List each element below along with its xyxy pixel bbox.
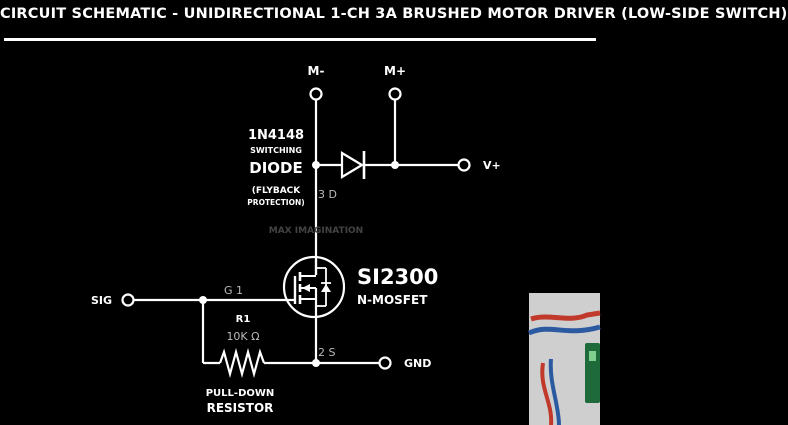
terminal-m-plus [388,87,402,101]
diode-note-label: PROTECTION) [247,198,304,207]
mosfet-part-label: SI2300 [357,265,438,289]
resistor-value-label: 10K Ω [226,330,259,343]
photo-illustration [527,293,601,425]
schematic-canvas: CIRCUIT SCHEMATIC - UNIDIRECTIONAL 1-CH … [0,6,788,425]
mosfet-symbol [282,255,346,322]
terminal-gnd [378,356,392,370]
terminal-m-minus [309,87,323,101]
component-photo-inset [527,293,601,425]
diode-note-label: (FLYBACK [252,186,302,196]
m-minus-label: M- [308,64,325,78]
terminal-sig [121,293,135,307]
m-plus-label: M+ [384,64,406,78]
watermark: MAX IMAGINATION [269,226,363,236]
gnd-label: GND [404,357,431,370]
resistor-desc-label: PULL-DOWN [206,388,275,399]
title-underline [4,38,596,41]
page-title: CIRCUIT SCHEMATIC - UNIDIRECTIONAL 1-CH … [0,6,788,22]
diode-symbol [340,151,366,179]
v-plus-label: V+ [483,159,501,172]
terminal-v-plus [457,158,471,172]
sig-label: SIG [91,294,112,307]
resistor-zigzag [218,347,266,379]
diode-part-label: 1N4148 [248,128,304,143]
junction-dot [199,296,207,304]
resistor-ref-label: R1 [236,314,251,325]
diode-type-label: SWITCHING [250,146,302,155]
diode-name-label: DIODE [249,159,302,177]
drain-pin-label: 3 D [318,188,337,201]
circuit-diagram: M- M+ V+ SIG GND 1N4148 SWITCHING DIODE … [91,64,501,415]
junction-dot [312,161,320,169]
resistor-desc-label: RESISTOR [207,401,274,415]
mosfet-type-label: N-MOSFET [357,293,428,307]
junction-dot [391,161,399,169]
source-pin-label: 2 S [318,346,335,359]
junction-dot [312,359,320,367]
gate-pin-label: G 1 [224,284,243,297]
